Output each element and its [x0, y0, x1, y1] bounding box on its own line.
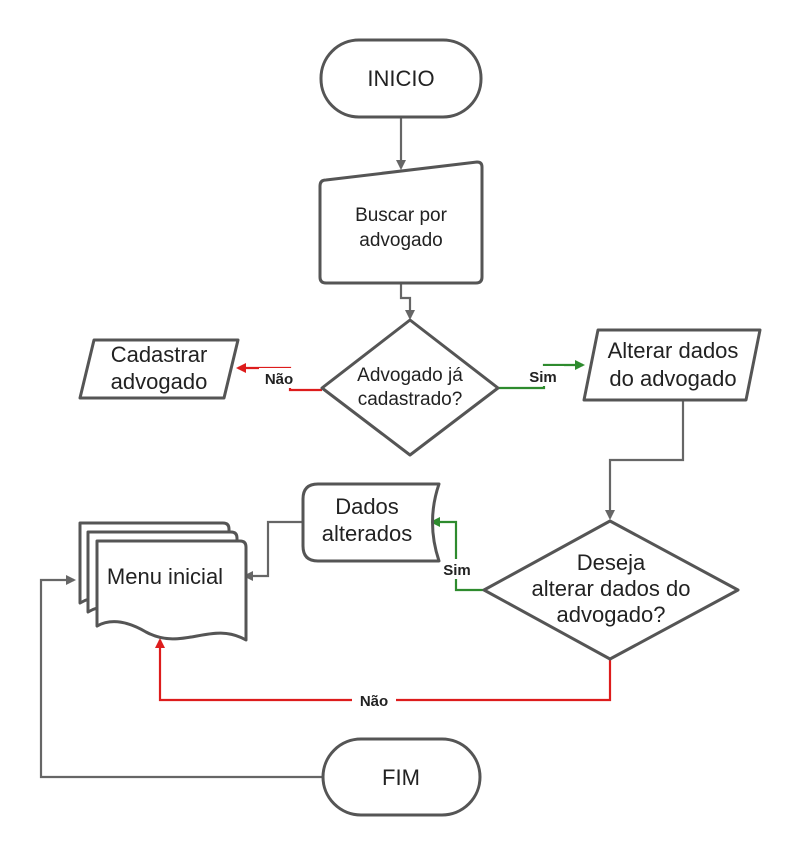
node-fim: FIM — [321, 737, 482, 817]
node-buscar-line2: advogado — [359, 230, 442, 251]
node-menu-label: Menu inicial — [107, 564, 223, 589]
node-alterar-dados: Alterar dados do advogado — [582, 328, 762, 402]
node-decisao-deseja-alterar: Deseja alterar dados do advogado? — [482, 519, 740, 661]
node-cadastrar-advogado: Cadastrar advogado — [78, 338, 240, 400]
node-dados-line2: alterados — [322, 521, 413, 546]
node-inicio-label: INICIO — [367, 66, 434, 91]
node-decisao-advogado-cadastrado: Advogado já cadastrado? — [320, 318, 500, 457]
connectors — [39, 117, 685, 779]
edge-labels: Não Sim Sim Não — [259, 366, 564, 710]
node-inicio: INICIO — [319, 38, 483, 119]
node-decisao1-line1: Advogado já — [357, 365, 463, 386]
node-decisao1-line2: cadastrado? — [358, 389, 463, 410]
node-dados-alterados: Dados alterados — [301, 482, 441, 563]
edge-fim-menu — [39, 575, 323, 779]
edge-buscar-decisao — [399, 283, 415, 320]
node-buscar-advogado: Buscar por advogado — [318, 160, 484, 285]
node-cadastrar-line1: Cadastrar — [111, 342, 208, 367]
node-fim-label: FIM — [382, 765, 420, 790]
node-cadastrar-line2: advogado — [111, 369, 208, 394]
edge-label-sim-1: Sim — [529, 369, 557, 386]
node-dados-line1: Dados — [335, 494, 399, 519]
node-buscar-line1: Buscar por — [355, 205, 448, 226]
node-decisao2-line2: alterar dados do — [532, 576, 691, 601]
edge-label-nao-2: Não — [360, 693, 388, 710]
edge-decisao2-dados — [430, 517, 484, 592]
node-menu-inicial: Menu inicial — [78, 521, 248, 642]
node-alterar-line1: Alterar dados — [608, 338, 739, 363]
node-decisao2-line3: advogado? — [557, 602, 666, 627]
edge-label-sim-2: Sim — [443, 562, 471, 579]
edge-dados-menu — [243, 520, 303, 581]
edge-alterar-decisao2 — [605, 400, 685, 520]
node-decisao2-line1: Deseja — [577, 550, 646, 575]
node-alterar-line2: do advogado — [609, 366, 736, 391]
edge-label-nao-1: Não — [265, 371, 293, 388]
